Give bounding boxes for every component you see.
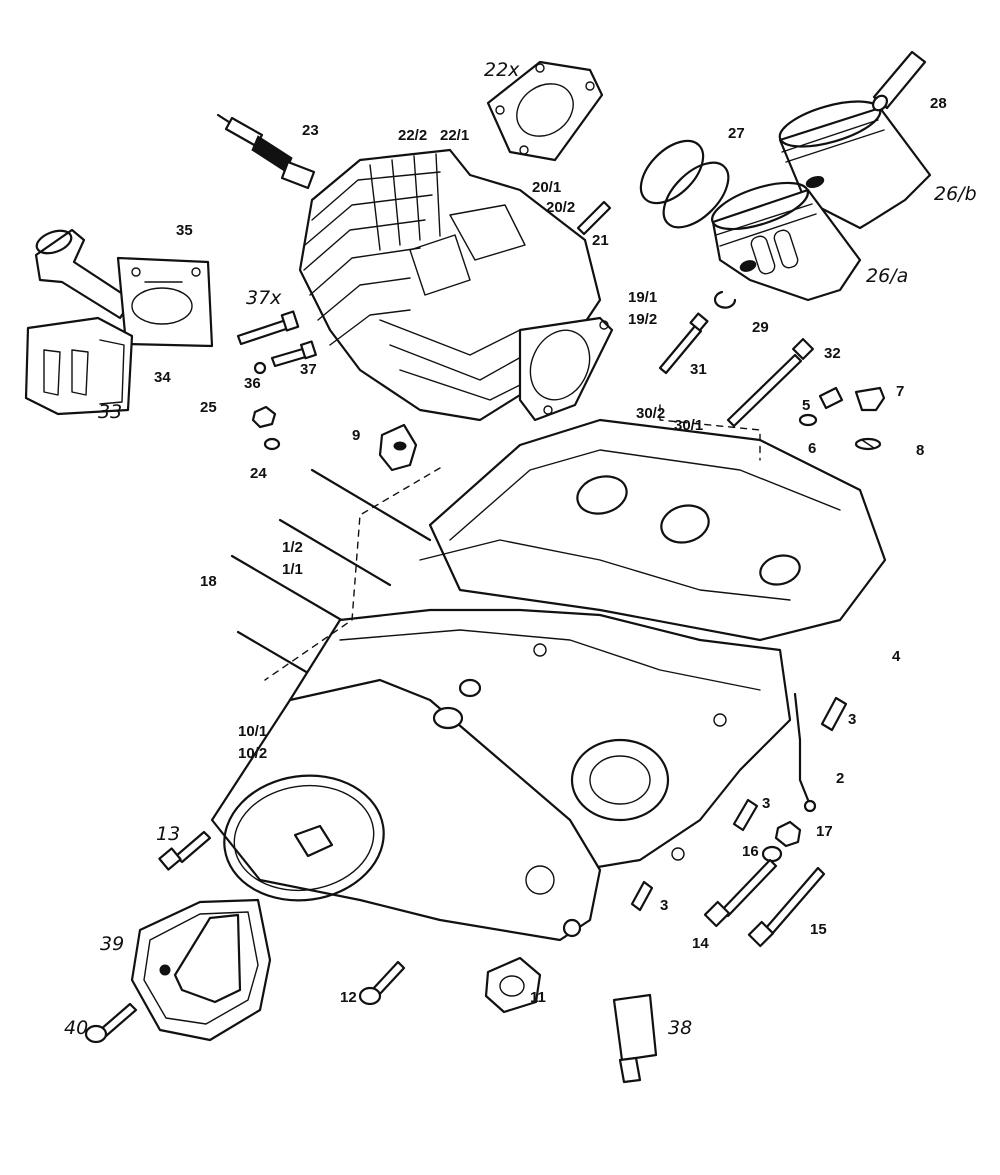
stud-21-part — [576, 200, 612, 236]
label-4: 4 — [892, 648, 901, 665]
label-21: 21 — [592, 232, 609, 249]
label-1-2: 1/2 — [282, 539, 303, 556]
screw-13-part — [158, 830, 212, 871]
label-40: 40 — [64, 1017, 88, 1039]
washer-24-part — [263, 437, 281, 451]
label-31: 31 — [690, 361, 707, 378]
piston-pin-part — [872, 50, 927, 112]
bolt-15-part — [747, 866, 826, 948]
bolt-37x-part — [236, 310, 300, 346]
crankcase-part — [210, 418, 887, 942]
label-27: 27 — [728, 125, 745, 142]
circlip-part — [713, 290, 737, 309]
label-9: 9 — [352, 427, 360, 444]
intake-flange-part — [116, 256, 214, 348]
label-3c: 3 — [660, 897, 668, 914]
label-32: 32 — [824, 345, 841, 362]
screw-12-part — [358, 960, 406, 1006]
bolt-32-part — [726, 338, 814, 428]
piston-26a-part — [711, 181, 862, 302]
spark-plug-part — [216, 113, 316, 190]
label-29: 29 — [752, 319, 769, 336]
cylinder-part — [298, 148, 614, 422]
piston-rings-part — [639, 139, 730, 229]
washer-8-part — [854, 437, 882, 451]
label-34: 34 — [154, 369, 171, 386]
label-38: 38 — [668, 1017, 692, 1039]
label-2: 2 — [836, 770, 844, 787]
brush-38-part — [612, 993, 658, 1084]
label-3b: 3 — [762, 795, 770, 812]
label-33: 33 — [98, 401, 122, 423]
screw-5-part — [818, 386, 844, 410]
part-9-block — [378, 423, 418, 472]
washer-36-part — [253, 361, 267, 375]
label-36: 36 — [244, 375, 261, 392]
label-19-2: 19/2 — [628, 311, 657, 328]
nut-25-part — [251, 405, 277, 429]
label-22-1: 22/1 — [440, 127, 469, 144]
dowel-pin-lower — [630, 880, 654, 912]
spacer-11-part — [484, 956, 542, 1014]
label-25: 25 — [200, 399, 217, 416]
label-23: 23 — [302, 122, 319, 139]
label-6: 6 — [808, 440, 816, 457]
plug-7-part — [854, 386, 886, 412]
bolt-14-part — [703, 858, 778, 928]
label-26a: 26/a — [866, 265, 908, 287]
label-37: 37 — [300, 361, 317, 378]
label-10-1: 10/1 — [238, 723, 267, 740]
label-1-1: 1/1 — [282, 561, 303, 578]
head-gasket-part — [486, 60, 604, 162]
label-5: 5 — [802, 397, 810, 414]
nut-17-part — [774, 820, 802, 848]
label-3a: 3 — [848, 711, 856, 728]
label-19-1: 19/1 — [628, 289, 657, 306]
dowel-pin-upper — [820, 696, 848, 732]
label-20-2: 20/2 — [546, 199, 575, 216]
label-22x: 22x — [484, 59, 520, 81]
washer-6-part — [798, 413, 818, 427]
piston-26b-part — [778, 100, 932, 230]
label-13: 13 — [156, 823, 180, 845]
label-35: 35 — [176, 222, 193, 239]
wire-part — [793, 692, 817, 813]
label-24: 24 — [250, 465, 267, 482]
label-16: 16 — [742, 843, 759, 860]
label-30-2: 30/2 — [636, 405, 665, 422]
label-17: 17 — [816, 823, 833, 840]
leader-lines — [264, 404, 761, 681]
label-39: 39 — [100, 933, 124, 955]
label-14: 14 — [692, 935, 709, 952]
reed-valve-part — [24, 316, 134, 416]
label-20-1: 20/1 — [532, 179, 561, 196]
label-18: 18 — [200, 573, 217, 590]
label-26b: 26/b — [934, 183, 977, 205]
label-28: 28 — [930, 95, 947, 112]
dowel-pin-middle — [732, 798, 759, 832]
intake-manifold-part — [34, 228, 134, 320]
label-30-1: 30/1 — [674, 417, 703, 434]
label-11: 11 — [530, 989, 546, 1006]
washer-16-part — [761, 845, 783, 863]
label-8: 8 — [916, 442, 924, 459]
bolt-31-part — [658, 312, 709, 375]
label-15: 15 — [810, 921, 827, 938]
label-12: 12 — [340, 989, 357, 1006]
screw-40-part — [84, 1002, 138, 1044]
label-7: 7 — [896, 383, 904, 400]
label-10-2: 10/2 — [238, 745, 267, 762]
label-22-2: 22/2 — [398, 127, 427, 144]
label-37x: 37x — [246, 287, 282, 309]
bolt-37-part — [270, 340, 317, 368]
cover-39-part — [130, 898, 272, 1042]
